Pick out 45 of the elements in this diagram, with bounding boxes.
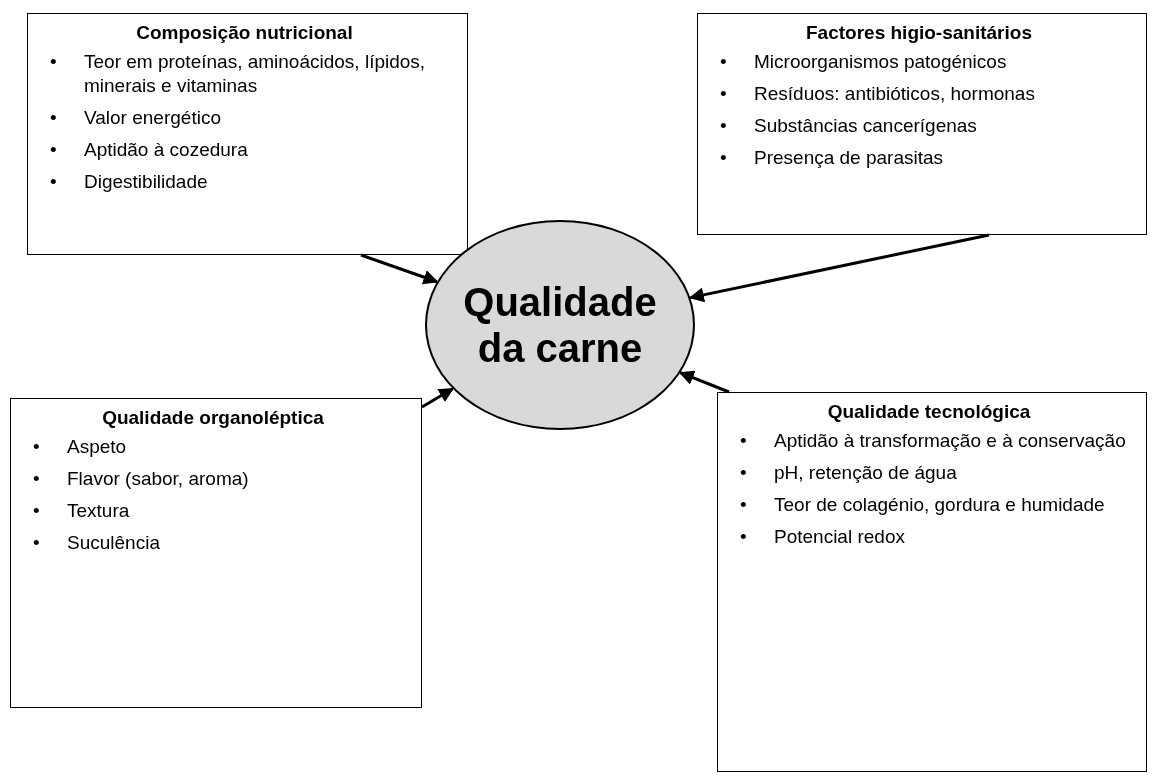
box-heading: Qualidade tecnológica	[826, 401, 1032, 423]
list-item-text: Suculência	[67, 531, 160, 555]
list-item-text: Teor em proteínas, aminoácidos, lípidos, minerais e vitaminas	[84, 50, 427, 98]
bullet-mark: •	[740, 525, 748, 549]
bullet-mark: •	[33, 499, 41, 523]
bullet-mark: •	[740, 429, 748, 453]
arrow	[421, 387, 454, 409]
bullet-mark: •	[720, 82, 728, 106]
list-item-text: Textura	[67, 499, 130, 523]
list-item-text: Presença de parasitas	[754, 146, 944, 170]
text-box	[697, 13, 1147, 235]
list-item-text: Aptidão à transformação e à conservação	[774, 429, 1126, 453]
bullet-mark: •	[720, 50, 728, 74]
list-item-text: Potencial redox	[774, 525, 905, 549]
bullet-mark: •	[740, 493, 748, 517]
arrow	[360, 253, 439, 285]
bullet-mark: •	[50, 170, 58, 194]
bullet-mark: •	[720, 114, 728, 138]
bullet-mark: •	[50, 106, 58, 130]
arrow	[678, 370, 730, 394]
bullet-mark: •	[720, 146, 728, 170]
bullet-mark: •	[33, 467, 41, 491]
list-item-text: Aspeto	[67, 435, 127, 459]
text-box	[10, 398, 422, 708]
text-box	[27, 13, 468, 255]
box-heading: Composição nutricional	[135, 22, 354, 44]
list-item-text: Teor de colagénio, gordura e humidade	[774, 493, 1105, 517]
list-item-text: Valor energético	[84, 106, 221, 130]
list-item-text: Digestibilidade	[84, 170, 208, 194]
bullet-mark: •	[50, 138, 58, 162]
list-item-text: Substâncias cancerígenas	[754, 114, 977, 138]
list-item-text: Flavor (sabor, aroma)	[67, 467, 249, 491]
list-item-text: Aptidão à cozedura	[84, 138, 248, 162]
bullet-mark: •	[50, 50, 58, 74]
list-item-text: Microorganismos patogénicos	[754, 50, 1007, 74]
bullet-mark: •	[33, 435, 41, 459]
bullet-mark: •	[740, 461, 748, 485]
list-item-text: pH, retenção de água	[774, 461, 957, 485]
arrow	[688, 233, 990, 303]
box-heading: Qualidade organoléptica	[101, 407, 325, 429]
bullet-mark: •	[33, 531, 41, 555]
box-heading: Factores higio-sanitários	[805, 22, 1033, 44]
node-title: Qualidade da carne	[462, 279, 658, 371]
list-item-text: Resíduos: antibióticos, hormonas	[754, 82, 1035, 106]
text-box	[717, 392, 1147, 772]
